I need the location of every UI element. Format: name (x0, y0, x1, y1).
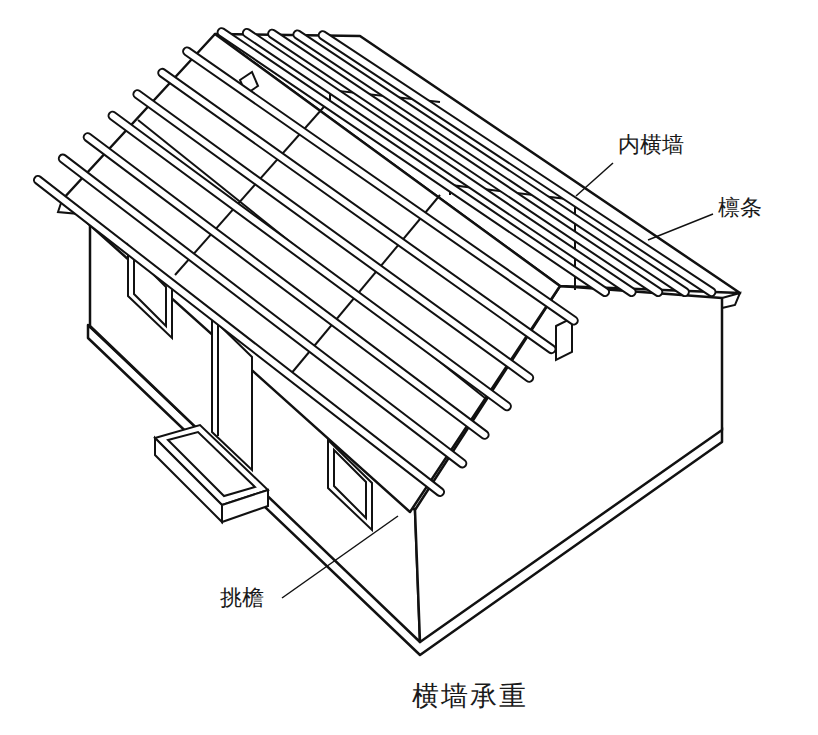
purlin-outline (297, 34, 684, 292)
leader-line (648, 214, 713, 240)
step-edge (168, 432, 255, 496)
part-label: 挑檐 (218, 585, 266, 611)
purlin (88, 137, 485, 435)
purlin-fill (113, 116, 507, 407)
purlin-fill (272, 34, 658, 292)
purlin-fill (222, 32, 605, 292)
window-frame (334, 450, 366, 518)
part-label: 檩条 (716, 195, 764, 221)
purlin-outline (272, 34, 658, 292)
purlin-fill (323, 35, 712, 292)
purlin (272, 34, 658, 292)
part-label: 内横墙 (616, 132, 686, 158)
purlin (222, 32, 605, 292)
leader-line (576, 163, 613, 196)
purlin-outline (247, 33, 632, 292)
front-roof (62, 34, 560, 512)
purlin (323, 35, 712, 292)
caption: 横墙承重 (410, 680, 530, 712)
roof-line (175, 100, 330, 275)
purlin-outline (113, 116, 507, 407)
purlin-fill (88, 137, 485, 435)
purlin (113, 116, 507, 407)
vent (556, 318, 572, 360)
leader-line (282, 516, 398, 598)
window (328, 440, 372, 530)
purlin-outline (222, 32, 605, 292)
purlin (247, 33, 632, 292)
step (155, 438, 222, 522)
purlin-fill (247, 33, 632, 292)
door-jamb (217, 325, 219, 436)
purlin (297, 34, 684, 292)
purlin-outline (323, 35, 712, 292)
purlin-outline (88, 137, 485, 435)
eave-return (722, 293, 740, 308)
purlin-fill (297, 34, 684, 292)
